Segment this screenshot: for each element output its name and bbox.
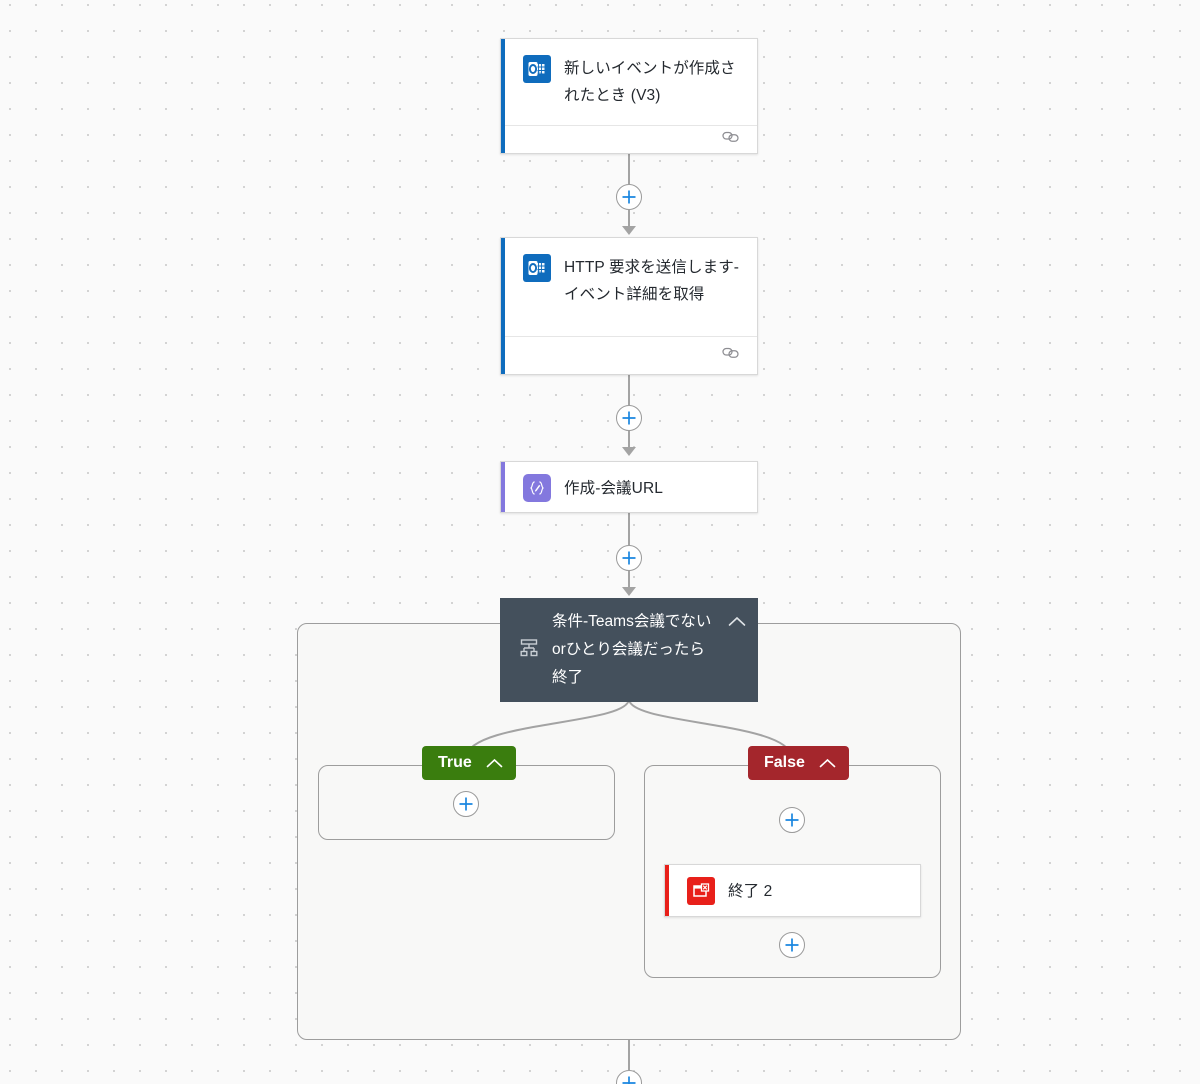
card-accent-bar (501, 238, 505, 374)
card-title: 作成-会議URL (564, 479, 663, 497)
branch-label-false[interactable]: False (748, 746, 849, 780)
card-footer (501, 125, 757, 153)
terminate-icon (687, 877, 715, 905)
plus-icon (459, 797, 473, 811)
connector-line (628, 210, 630, 229)
condition-header[interactable]: 条件-Teams会議でないorひとり会議だったら終了 (500, 598, 758, 702)
connector-arrow (622, 587, 636, 596)
link-icon[interactable] (721, 130, 741, 149)
condition-branch-icon (518, 637, 540, 664)
branch-label-true-text: True (438, 754, 472, 771)
branch-connectors (465, 698, 793, 758)
chevron-up-icon (819, 758, 836, 767)
connector-line (628, 373, 630, 405)
connector-line (628, 431, 630, 450)
outlook-icon (523, 254, 551, 282)
plus-icon (622, 551, 636, 565)
plus-icon (622, 190, 636, 204)
plus-icon (622, 1076, 636, 1084)
add-after-trigger-button[interactable] (616, 184, 642, 210)
card-footer (501, 336, 757, 374)
chevron-up-icon (486, 758, 503, 767)
action-card-http-request[interactable]: HTTP 要求を送信します-イベント詳細を取得 (500, 237, 758, 375)
compose-icon (523, 474, 551, 502)
card-accent-bar (665, 865, 669, 916)
add-after-condition-button[interactable] (616, 1070, 642, 1084)
add-after-compose-button[interactable] (616, 545, 642, 571)
connector-line (628, 513, 630, 545)
card-accent-bar (501, 462, 505, 512)
add-before-terminate-button[interactable] (779, 807, 805, 833)
connector-line (628, 571, 630, 590)
link-icon[interactable] (721, 346, 741, 365)
branch-label-false-text: False (764, 754, 805, 771)
action-card-compose-meeting-url[interactable]: 作成-会議URL (500, 461, 758, 513)
add-after-terminate-button[interactable] (779, 932, 805, 958)
card-title: HTTP 要求を送信します-イベント詳細を取得 (564, 259, 740, 303)
action-card-terminate-2[interactable]: 終了 2 (664, 864, 921, 917)
connector-arrow (622, 226, 636, 235)
add-in-true-branch-button[interactable] (453, 791, 479, 817)
connector-arrow (622, 447, 636, 456)
action-card-trigger-new-event[interactable]: 新しいイベントが作成されたとき (V3) (500, 38, 758, 154)
outlook-icon (523, 55, 551, 83)
plus-icon (785, 813, 799, 827)
card-accent-bar (501, 39, 505, 153)
plus-icon (785, 938, 799, 952)
condition-title: 条件-Teams会議でないorひとり会議だったら終了 (552, 613, 712, 686)
connector-line (628, 152, 630, 184)
card-title: 新しいイベントが作成されたとき (V3) (564, 60, 736, 104)
branch-label-true[interactable]: True (422, 746, 516, 780)
connector-line (628, 1040, 630, 1070)
plus-icon (622, 411, 636, 425)
add-after-http-button[interactable] (616, 405, 642, 431)
card-title: 終了 2 (728, 882, 773, 900)
chevron-up-icon[interactable] (728, 616, 746, 628)
